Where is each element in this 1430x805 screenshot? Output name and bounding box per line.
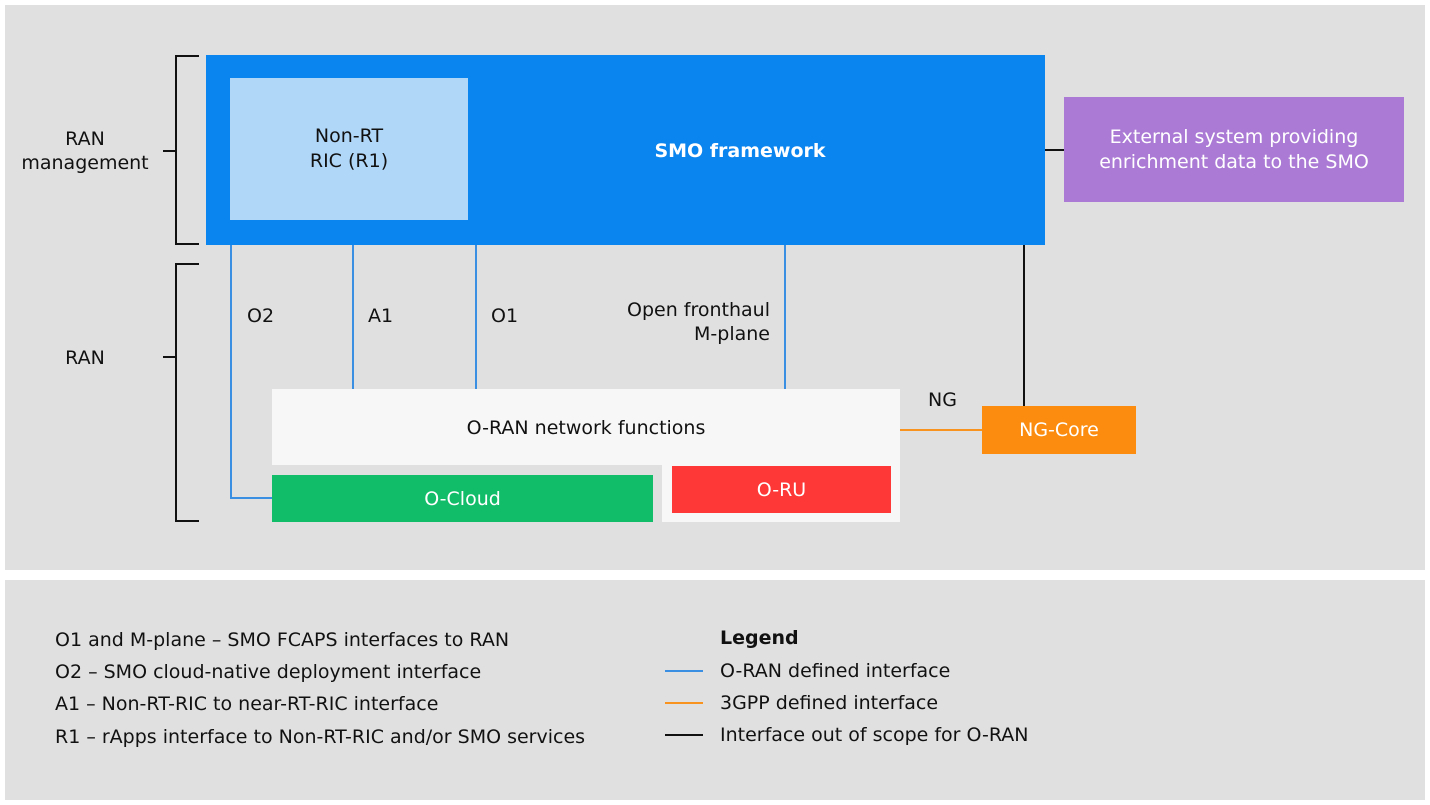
o2-label: O2	[247, 305, 275, 327]
ng-interface-line	[900, 429, 983, 431]
smo-framework-label: SMO framework	[654, 140, 826, 162]
legend-3gpp-swatch	[665, 702, 703, 704]
definition-o2: O2 – SMO cloud-native deployment interfa…	[55, 661, 482, 683]
ngcore-label: NG-Core	[1019, 419, 1099, 441]
smo-ngcore-line	[1023, 244, 1025, 408]
legend-3gpp-label: 3GPP defined interface	[720, 692, 939, 714]
oru-box: O-RU	[672, 466, 891, 513]
o1-interface-line	[475, 244, 477, 390]
smo-external-line	[1044, 149, 1065, 151]
non-rt-ric-label: Non-RT RIC (R1)	[309, 125, 389, 172]
fronthaul-label: Open fronthaul M-plane	[627, 299, 770, 345]
ng-label: NG	[928, 389, 957, 411]
legend-out-of-scope-swatch	[665, 734, 703, 736]
oru-label: O-RU	[756, 478, 807, 501]
oran-network-functions-label: O-RAN network functions	[466, 417, 706, 439]
legend-panel	[5, 580, 1425, 800]
o1-label: O1	[491, 305, 519, 327]
definition-o1: O1 and M-plane – SMO FCAPS interfaces to…	[55, 629, 510, 651]
ran-management-label: RAN management	[21, 128, 149, 174]
definition-r1: R1 – rApps interface to Non-RT-RIC and/o…	[55, 726, 586, 748]
ngcore-box: NG-Core	[982, 406, 1136, 454]
definition-a1: A1 – Non-RT-RIC to near-RT-RIC interface	[55, 693, 439, 715]
external-system-label: External system providing enrichment dat…	[1099, 125, 1369, 173]
legend-oran-swatch	[665, 670, 703, 672]
legend-oran-label: O-RAN defined interface	[720, 660, 951, 682]
fronthaul-interface-line	[784, 244, 786, 390]
a1-label: A1	[368, 305, 394, 327]
non-rt-ric-box: Non-RT RIC (R1)	[230, 78, 468, 220]
a1-interface-line	[352, 244, 354, 390]
ocloud-box: O-Cloud	[272, 475, 653, 522]
ran-label: RAN	[65, 347, 105, 369]
legend-title: Legend	[720, 627, 799, 649]
legend-out-of-scope-label: Interface out of scope for O-RAN	[720, 724, 1029, 746]
external-system-box: External system providing enrichment dat…	[1064, 97, 1404, 202]
ocloud-label: O-Cloud	[424, 487, 501, 510]
oran-network-functions-box	[272, 389, 900, 465]
